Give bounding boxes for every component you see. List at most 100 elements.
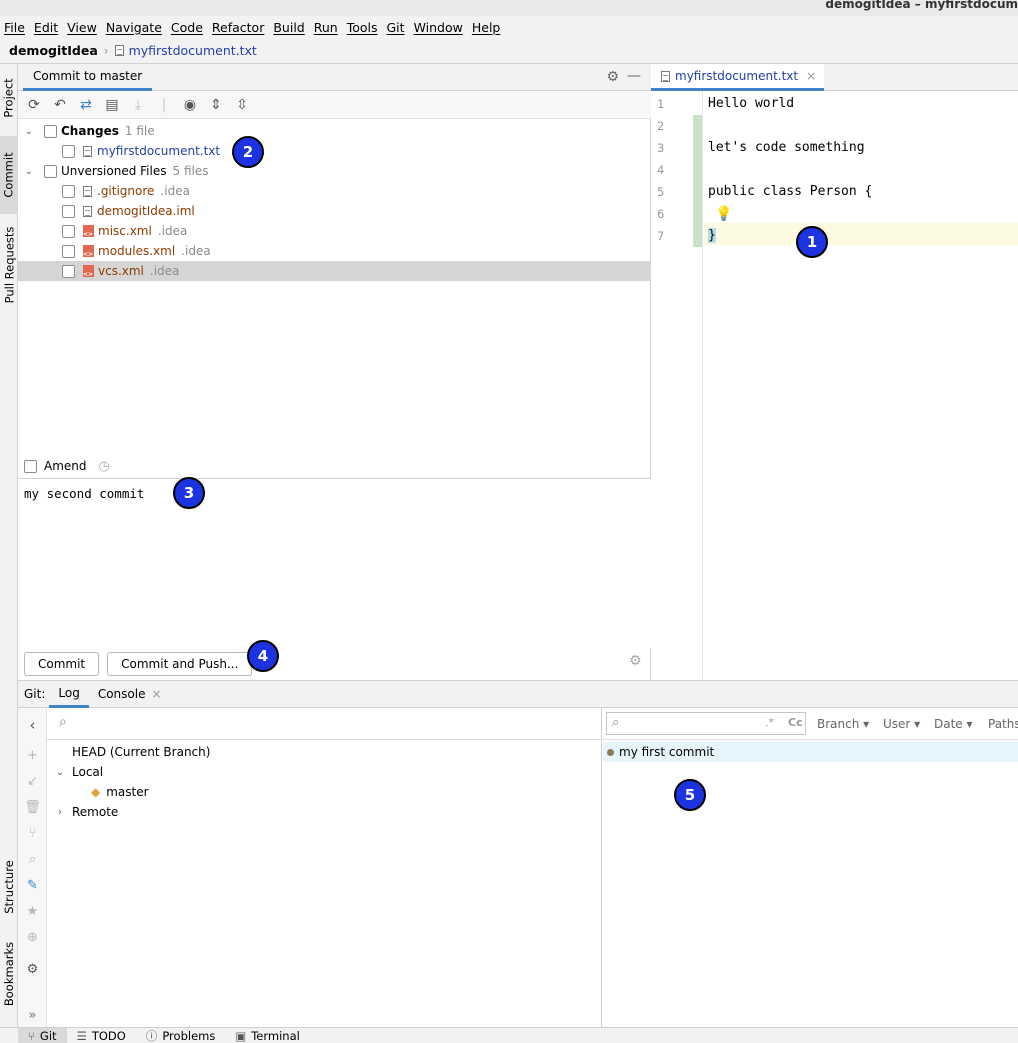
branch-master[interactable]: ◆ master [91, 782, 149, 802]
file-checkbox[interactable] [62, 224, 75, 238]
amend-checkbox[interactable] [24, 459, 37, 473]
add-icon[interactable]: + [27, 748, 38, 763]
file-checkbox[interactable] [62, 144, 75, 158]
statusbar-problems[interactable]: ⓘ Problems [136, 1028, 226, 1043]
commit-button[interactable]: Commit [24, 652, 100, 676]
menu-help[interactable]: Help [471, 19, 501, 35]
commit-message-input[interactable]: my second commit [18, 478, 651, 648]
menu-view[interactable]: View [67, 19, 97, 35]
branch-filter[interactable]: Branch ▾ [817, 717, 870, 731]
menu-tools[interactable]: Tools [346, 19, 378, 35]
clock-icon[interactable]: ◷ [98, 458, 110, 474]
menu-git[interactable]: Git [386, 19, 405, 35]
chevron-down-icon[interactable]: ⌄ [24, 125, 34, 137]
target-icon[interactable]: ⊕ [27, 930, 38, 945]
changes-checkbox[interactable] [44, 124, 57, 138]
star-icon[interactable]: ★ [26, 904, 39, 919]
gear-icon[interactable]: ⚙ [606, 69, 619, 85]
trash-icon[interactable]: 🗑 [24, 800, 41, 815]
search-icon[interactable]: ⌕ [28, 852, 37, 867]
shelve-icon[interactable]: ⤓ [134, 96, 142, 113]
menu-build[interactable]: Build [273, 19, 305, 35]
commit-and-push-button[interactable]: Commit and Push... [107, 652, 253, 676]
branch-group-remote[interactable]: › Remote [55, 802, 118, 822]
show-diff-icon[interactable]: ⇄ [80, 96, 92, 113]
close-icon[interactable]: × [151, 687, 162, 701]
change-marker[interactable] [693, 115, 702, 247]
chevron-down-icon[interactable]: ⌄ [24, 165, 34, 177]
gear-icon[interactable]: ⚙ [629, 653, 642, 669]
menu-window[interactable]: Window [413, 19, 463, 35]
changes-group[interactable]: ⌄ Changes 1 file [18, 121, 651, 141]
settings-icon[interactable]: ⚙ [26, 962, 39, 977]
unversioned-checkbox[interactable] [44, 164, 57, 178]
statusbar-todo[interactable]: ☰ TODO [67, 1028, 136, 1043]
view-options-icon[interactable]: ◉ [183, 96, 197, 113]
statusbar-todo-label: TODO [91, 1028, 126, 1043]
arrow-in-icon[interactable]: ↙ [27, 774, 38, 789]
statusbar-terminal[interactable]: ▣ Terminal [225, 1028, 309, 1043]
tool-tab-commit[interactable]: Commit [0, 136, 18, 214]
menu-navigate[interactable]: Navigate [105, 19, 162, 35]
list-item[interactable]: myfirstdocument.txt [18, 141, 651, 161]
list-item[interactable]: .gitignore .idea [18, 181, 651, 201]
amend-label[interactable]: Amend [44, 459, 87, 473]
changelist-icon[interactable]: ▤ [105, 96, 119, 113]
list-item-selected[interactable]: vcs.xml .idea [18, 261, 651, 281]
file-checkbox[interactable] [62, 244, 75, 258]
code-line[interactable]: Hello world [708, 96, 795, 111]
breadcrumb-file[interactable]: myfirstdocument.txt [128, 43, 257, 58]
menu-refactor[interactable]: Refactor [211, 19, 265, 35]
list-item[interactable]: misc.xml .idea [18, 221, 651, 241]
code-line[interactable]: public class Person { [708, 184, 873, 199]
paths-filter[interactable]: Paths [988, 717, 1018, 731]
edit-icon[interactable]: ✎ [27, 878, 38, 893]
tool-tab-project[interactable]: Project [0, 68, 18, 128]
tool-tab-bookmarks[interactable]: Bookmarks [0, 936, 18, 1012]
branch-search-input[interactable]: ⌕ [47, 708, 602, 740]
breadcrumb-project[interactable]: demogitIdea [9, 43, 98, 58]
tab-log[interactable]: Log [49, 681, 89, 708]
chevron-down-icon[interactable]: ⌄ [55, 766, 65, 778]
file-checkbox[interactable] [62, 264, 75, 278]
file-checkbox[interactable] [62, 184, 75, 198]
minimize-icon[interactable]: — [627, 68, 641, 84]
menu-bar: File Edit View Navigate Code Refactor Bu… [0, 16, 1018, 38]
tool-tab-bookmarks-label: Bookmarks [2, 941, 16, 1007]
more-icon[interactable]: » [28, 1008, 37, 1023]
branch-group-local[interactable]: ⌄ Local [55, 762, 103, 782]
menu-run[interactable]: Run [313, 19, 338, 35]
tool-tab-structure[interactable]: Structure [0, 854, 18, 920]
statusbar-git[interactable]: ⑂ Git [18, 1027, 67, 1043]
list-item[interactable]: demogitIdea.iml [18, 201, 651, 221]
changes-count: 1 file [124, 124, 155, 138]
tab-commit-to-master[interactable]: Commit to master [23, 64, 153, 91]
close-icon[interactable]: × [806, 69, 817, 83]
user-filter[interactable]: User ▾ [883, 717, 921, 731]
collapse-all-icon[interactable]: ⇳ [236, 96, 248, 113]
lightbulb-icon[interactable]: 💡 [715, 206, 733, 222]
unversioned-group[interactable]: ⌄ Unversioned Files 5 files [18, 161, 651, 181]
rollback-icon[interactable]: ↶ [54, 96, 66, 113]
tool-tab-pull-requests[interactable]: Pull Requests [0, 219, 18, 311]
date-filter[interactable]: Date ▾ [934, 717, 973, 731]
expand-all-icon[interactable]: ⇕ [210, 96, 222, 113]
match-case-toggle[interactable]: Cc [788, 716, 803, 729]
regex-toggle[interactable]: .* [765, 716, 774, 729]
merge-icon[interactable]: ⑂ [28, 826, 37, 841]
log-search-input[interactable]: ⌕ .* Cc [606, 712, 806, 735]
menu-code[interactable]: Code [170, 19, 203, 35]
chevron-left-icon[interactable]: ‹ [29, 716, 36, 734]
list-item[interactable]: modules.xml .idea [18, 241, 651, 261]
editor-tab-file[interactable]: myfirstdocument.txt × [651, 64, 825, 91]
refresh-icon[interactable]: ⟳ [28, 96, 40, 113]
code-line[interactable]: } [708, 228, 716, 243]
tab-console[interactable]: Console × [89, 681, 171, 708]
branch-head[interactable]: HEAD (Current Branch) [72, 745, 211, 759]
chevron-right-icon[interactable]: › [58, 806, 62, 818]
file-checkbox[interactable] [62, 204, 75, 218]
table-row[interactable]: my first commit [603, 742, 1018, 762]
code-line[interactable]: let's code something [708, 140, 865, 155]
menu-edit[interactable]: Edit [33, 19, 59, 35]
menu-file[interactable]: File [4, 19, 25, 35]
